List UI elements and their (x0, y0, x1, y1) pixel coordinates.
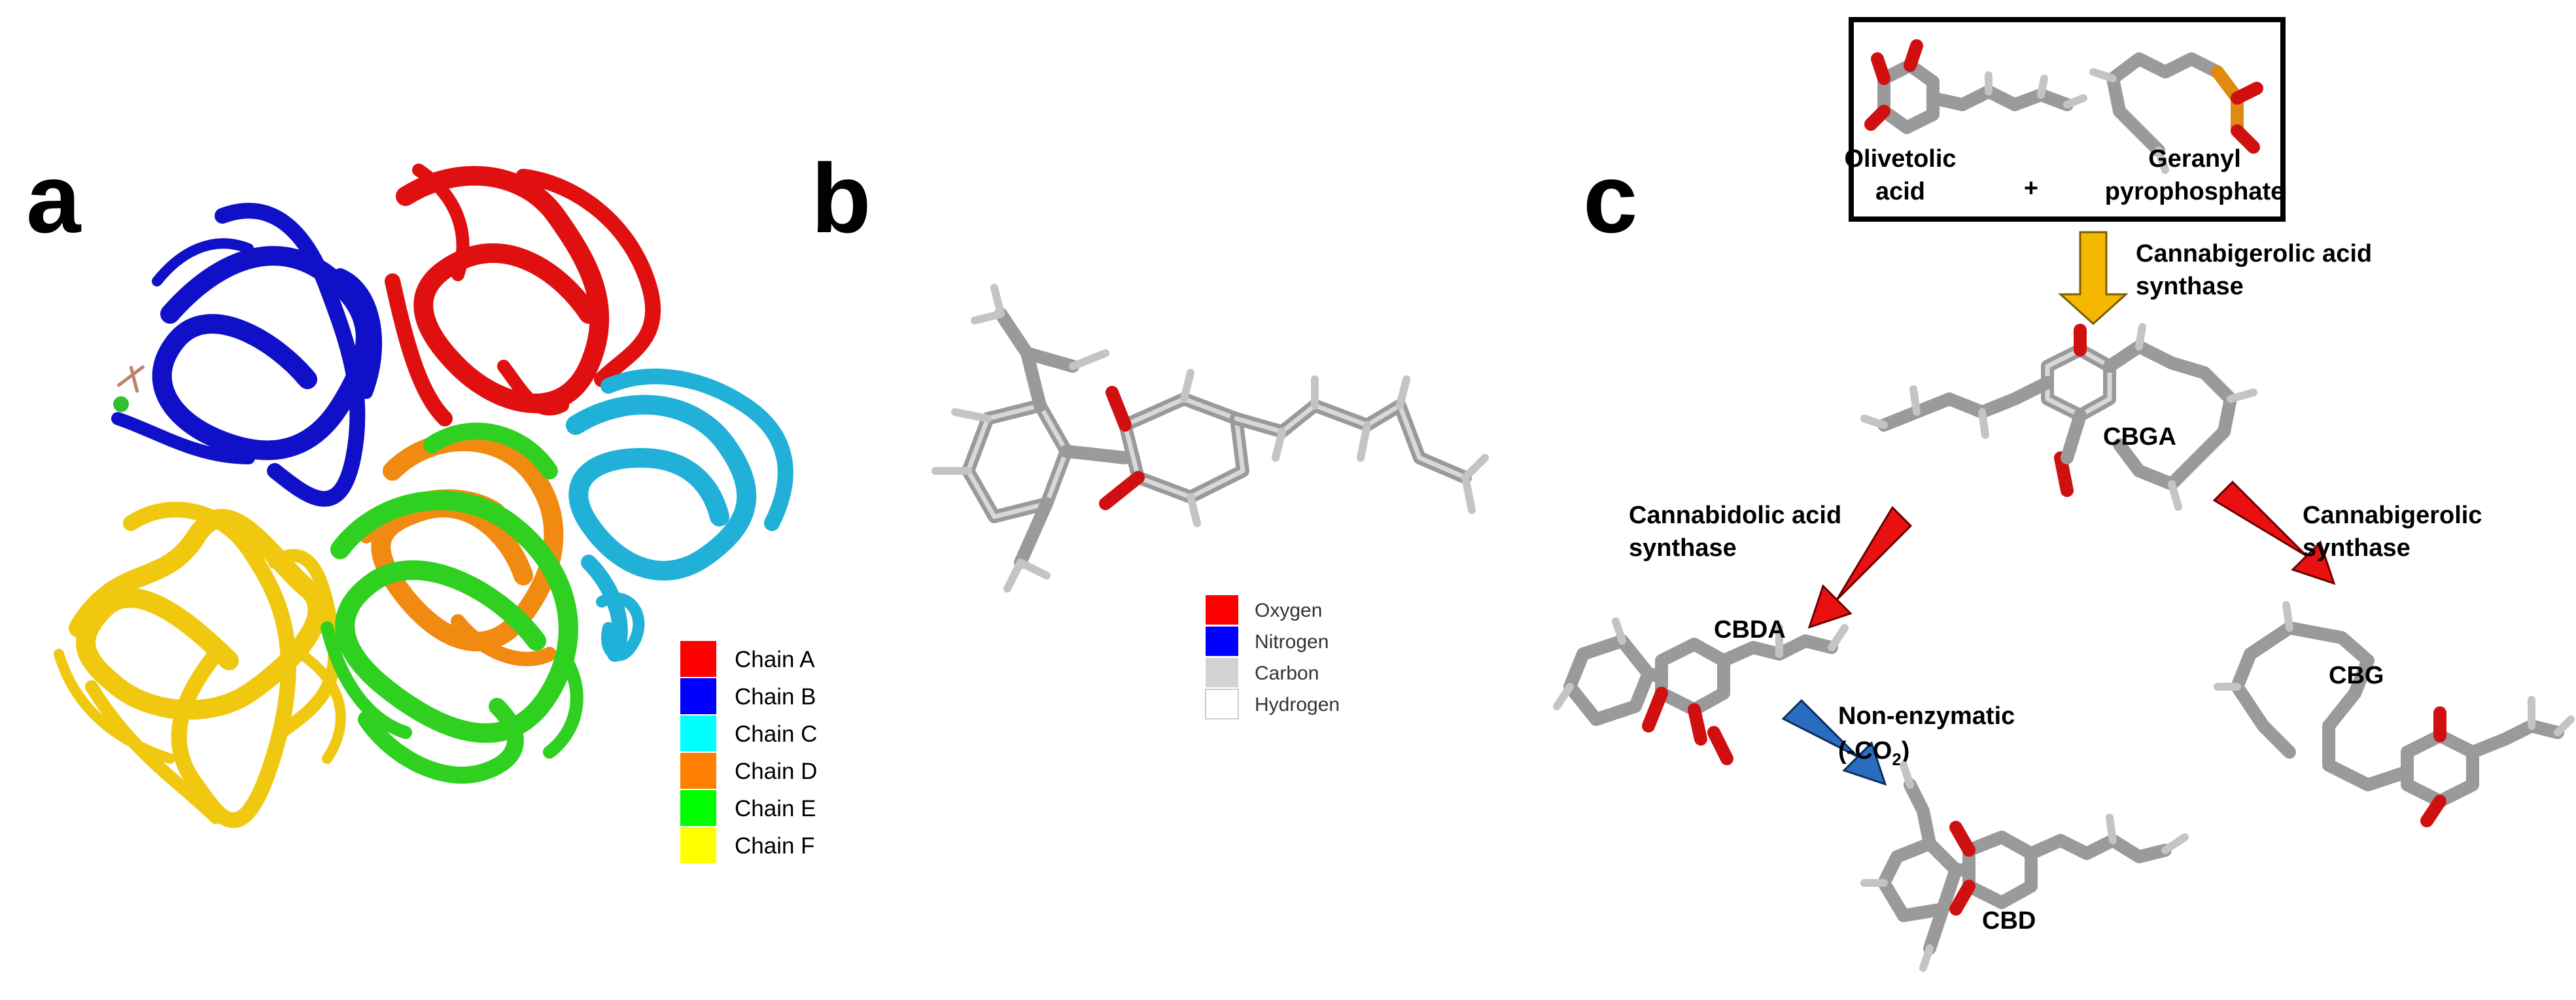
arrow-cbg-synthase (2212, 480, 2336, 585)
panel-a: a (26, 143, 817, 863)
olivetolic-acid-label-line2: acid (1875, 178, 1925, 205)
panel-c: c Ol (1553, 17, 2575, 972)
legend-label-nitrogen: Nitrogen (1255, 631, 1329, 653)
chain-a-ribbon (385, 164, 661, 426)
decarboxylation-suffix: ) (1902, 737, 1910, 765)
cbd-label: CBD (1982, 907, 2036, 935)
panel-b-letter: b (811, 143, 871, 253)
non-enzymatic-label-line2: (-CO2) (1838, 737, 1909, 769)
enzyme-right-label-line1: Cannabigerolic (2303, 502, 2482, 529)
legend-swatch-chain-b (680, 678, 716, 714)
cbga-label: CBGA (2103, 423, 2176, 451)
legend-swatch-hydrogen (1205, 689, 1239, 719)
plus-sign: + (2024, 175, 2038, 202)
olivetolic-acid-label-line1: Olivetolic (1844, 145, 1956, 173)
chain-f-ribbon (54, 502, 346, 828)
legend-label-oxygen: Oxygen (1255, 600, 1322, 621)
legend-swatch-oxygen (1206, 595, 1238, 625)
geranyl-pyrophosphate-label-line1: Geranyl (2148, 145, 2241, 173)
chain-c-ribbon (566, 368, 793, 662)
legend-item-chain-c: Chain C (680, 716, 817, 751)
cbda-label: CBDA (1714, 616, 1786, 644)
cbg-label: CBG (2329, 662, 2384, 689)
decarboxylation-prefix: (-CO (1838, 737, 1892, 765)
enzyme-top-label-line2: synthase (2136, 273, 2244, 300)
legend-label-chain-e: Chain E (735, 796, 816, 821)
legend-swatch-chain-e (680, 790, 716, 826)
legend-item-carbon: Carbon (1206, 658, 1319, 687)
enzyme-top-label-line1: Cannabigerolic acid (2136, 240, 2372, 267)
legend-item-oxygen: Oxygen (1206, 595, 1322, 625)
legend-swatch-chain-a (680, 641, 716, 677)
cbda-molecule (1553, 617, 1849, 765)
element-legend: Oxygen Nitrogen Carbon Hydrogen (1205, 595, 1340, 719)
chain-b-ribbon (111, 203, 383, 507)
legend-item-chain-d: Chain D (680, 753, 817, 789)
panel-b: b (811, 143, 1489, 719)
cbd-molecule-3d (931, 284, 1489, 593)
legend-item-nitrogen: Nitrogen (1206, 627, 1329, 656)
arrow-cbga-synthase (2058, 231, 2129, 326)
enzyme-left-label-line1: Cannabidolic acid (1629, 502, 1841, 529)
arrow-non-enzymatic (1781, 698, 1887, 786)
legend-item-chain-e: Chain E (680, 790, 816, 826)
geranyl-pyrophosphate-molecule (2089, 52, 2263, 174)
substrate-box: Olivetolic acid + Geranyl pyrophosphate (1844, 17, 2286, 222)
legend-label-chain-d: Chain D (735, 759, 817, 784)
metal-ion-sphere (113, 396, 129, 412)
enzyme-left-label-line2: synthase (1629, 534, 1737, 562)
legend-swatch-chain-c (680, 716, 716, 751)
legend-item-hydrogen: Hydrogen (1205, 689, 1340, 719)
legend-label-carbon: Carbon (1255, 663, 1319, 684)
legend-item-chain-a: Chain A (680, 641, 815, 677)
legend-swatch-carbon (1206, 658, 1238, 687)
panel-c-letter: c (1583, 143, 1637, 253)
arrow-cbda-synthase (1807, 506, 1913, 629)
ligand-sticks (113, 365, 145, 412)
legend-swatch-nitrogen (1206, 627, 1238, 656)
legend-swatch-chain-f (680, 827, 716, 863)
legend-label-chain-c: Chain C (735, 721, 817, 747)
chain-legend: Chain A Chain B Chain C Chain D Chain E … (680, 641, 817, 863)
geranyl-pyrophosphate-label-line2: pyrophosphate (2105, 178, 2284, 205)
enzyme-right-label-line2: synthase (2303, 534, 2411, 562)
legend-label-chain-f: Chain F (735, 833, 815, 859)
protein-ribbon-structure (54, 164, 793, 828)
olivetolic-acid-molecule (1864, 39, 2087, 134)
panel-a-letter: a (26, 143, 82, 253)
legend-label-hydrogen: Hydrogen (1255, 694, 1340, 716)
cbg-molecule (2214, 601, 2575, 827)
non-enzymatic-label-line1: Non-enzymatic (1838, 702, 2015, 730)
legend-item-chain-b: Chain B (680, 678, 816, 714)
cbd-molecule (1860, 761, 2189, 972)
legend-swatch-chain-d (680, 753, 716, 789)
cbga-molecule (1860, 323, 2257, 511)
legend-label-chain-a: Chain A (735, 647, 815, 672)
co2-subscript: 2 (1892, 750, 1901, 769)
legend-label-chain-b: Chain B (735, 684, 816, 710)
chain-e-ribbon (321, 422, 583, 784)
legend-item-chain-f: Chain F (680, 827, 815, 863)
